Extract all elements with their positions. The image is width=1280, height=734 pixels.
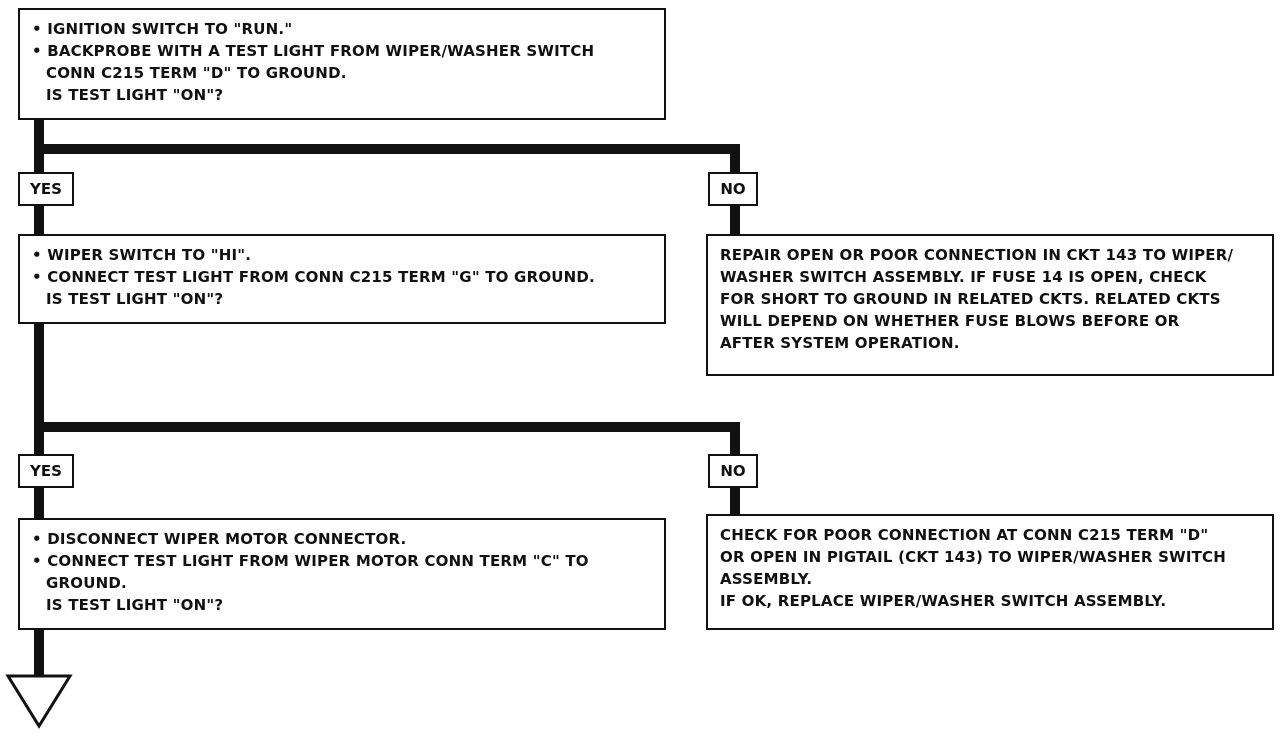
step-1-line-4: IS TEST LIGHT "ON"? [46,86,224,104]
no-label-1: NO [708,172,758,206]
step-1-box: • IGNITION SWITCH TO "RUN." • BACKPROBE … [18,8,666,120]
result-2-line-1: CHECK FOR POOR CONNECTION AT CONN C215 T… [720,526,1209,544]
yes-label-2: YES [18,454,74,488]
step-1-line-3: CONN C215 TERM "D" TO GROUND. [46,64,347,82]
result-1-line-3: FOR SHORT TO GROUND IN RELATED CKTS. REL… [720,290,1221,308]
step-2-box: • WIPER SWITCH TO "HI". • CONNECT TEST L… [18,234,666,324]
result-2-line-3: ASSEMBLY. [720,570,813,588]
yes-label-1: YES [18,172,74,206]
step-3-line-4: IS TEST LIGHT "ON"? [46,596,224,614]
step-1-line-1: • IGNITION SWITCH TO "RUN." [32,20,293,38]
result-2-line-4: IF OK, REPLACE WIPER/WASHER SWITCH ASSEM… [720,592,1167,610]
branch-1-horizontal [34,144,740,154]
step-2-line-3: IS TEST LIGHT "ON"? [46,290,224,308]
result-2-line-2: OR OPEN IN PIGTAIL (CKT 143) TO WIPER/WA… [720,548,1227,566]
step-3-line-3: GROUND. [46,574,127,592]
branch-2-horizontal [34,422,740,432]
step-3-line-1: • DISCONNECT WIPER MOTOR CONNECTOR. [32,530,407,548]
no-label-2: NO [708,454,758,488]
result-1-line-2: WASHER SWITCH ASSEMBLY. IF FUSE 14 IS OP… [720,268,1207,286]
result-1-line-1: REPAIR OPEN OR POOR CONNECTION IN CKT 14… [720,246,1234,264]
step-2-line-1: • WIPER SWITCH TO "HI". [32,246,252,264]
step-3-box: • DISCONNECT WIPER MOTOR CONNECTOR. • CO… [18,518,666,630]
step-3-line-2: • CONNECT TEST LIGHT FROM WIPER MOTOR CO… [32,552,589,570]
step-2-line-2: • CONNECT TEST LIGHT FROM CONN C215 TERM… [32,268,595,286]
main-trunk-3 [34,628,44,680]
result-1-line-5: AFTER SYSTEM OPERATION. [720,334,960,352]
result-2-box: CHECK FOR POOR CONNECTION AT CONN C215 T… [706,514,1274,630]
result-1-line-4: WILL DEPEND ON WHETHER FUSE BLOWS BEFORE… [720,312,1180,330]
step-1-line-2: • BACKPROBE WITH A TEST LIGHT FROM WIPER… [32,42,595,60]
result-1-box: REPAIR OPEN OR POOR CONNECTION IN CKT 14… [706,234,1274,376]
